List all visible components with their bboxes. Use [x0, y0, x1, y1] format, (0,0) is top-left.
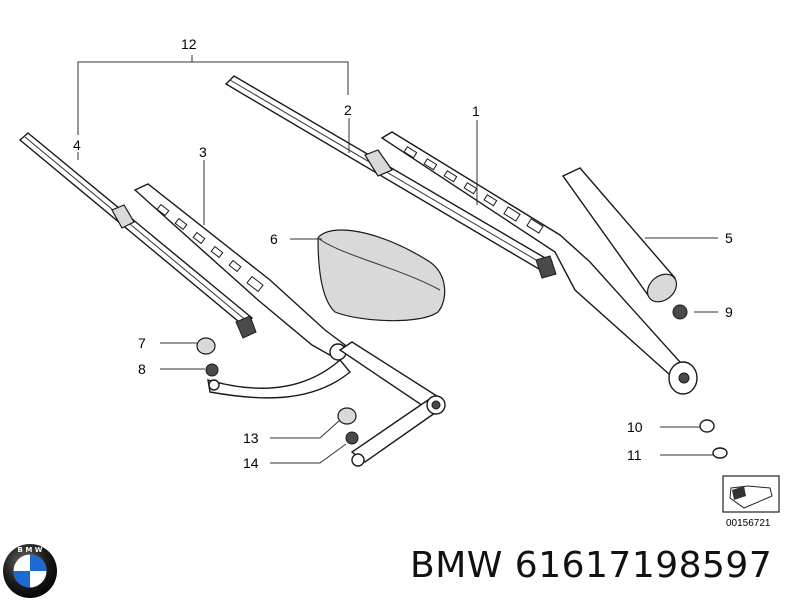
callout-1: 1	[472, 103, 480, 119]
wiper-linkage	[207, 341, 446, 467]
callout-8: 8	[138, 361, 146, 377]
diagram-code: 00156721	[726, 518, 771, 529]
wiper-blade-left	[18, 132, 257, 339]
callout-13: 13	[243, 430, 259, 446]
callout-numbers: 1 2 3 4 5 6 7 8 9 10 11 12 13 14	[73, 36, 733, 471]
washer-11	[712, 447, 728, 459]
nut-8	[205, 363, 219, 377]
cap-13	[337, 407, 357, 425]
nut-14	[345, 431, 359, 445]
callout-10: 10	[627, 419, 643, 435]
callout-6: 6	[270, 231, 278, 247]
callout-2: 2	[344, 102, 352, 118]
callout-12-bracket	[77, 55, 349, 135]
cowl-cover	[317, 229, 446, 322]
callout-5: 5	[725, 230, 733, 246]
callout-3: 3	[199, 144, 207, 160]
small-parts	[196, 304, 728, 459]
bmw-logo: B M W	[3, 544, 57, 598]
callout-12: 12	[181, 36, 197, 52]
callout-11: 11	[627, 447, 642, 463]
part-number-label: BMW 61617198597	[410, 545, 773, 586]
callout-9: 9	[725, 304, 733, 320]
diagram-code-box: 00156721	[722, 475, 780, 529]
callout-7: 7	[138, 335, 146, 351]
nut-9	[672, 304, 688, 320]
washer-10	[699, 419, 715, 433]
wiper-arm-right	[380, 131, 698, 395]
wiper-arm-left	[133, 183, 347, 361]
logo-lettering: B M W	[18, 546, 43, 554]
wiper-blade-right	[224, 75, 557, 279]
callout-4: 4	[73, 137, 81, 153]
callout-14: 14	[243, 455, 259, 471]
leader-lines	[77, 118, 718, 464]
cap-7	[196, 337, 216, 355]
arm-cover-cap	[561, 167, 678, 303]
